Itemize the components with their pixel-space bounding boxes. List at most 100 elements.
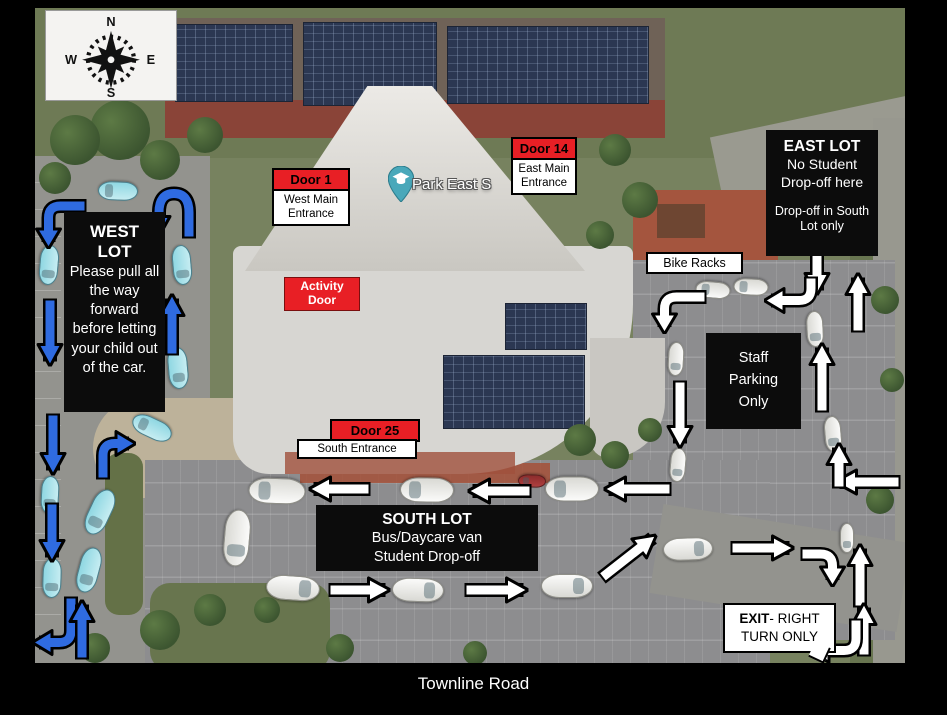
flow-arrow-blue [37,497,67,564]
car-windshield [739,281,748,293]
east-lot-text: No Student Drop-off here [780,156,864,190]
door1-tag: Door 1 [272,168,350,191]
flow-arrow-white [843,271,873,338]
car-windshield [258,481,271,500]
car-icon-white [391,577,445,603]
compass-w: W [65,52,78,67]
flow-arrow-blue [157,292,187,361]
tree [586,221,614,249]
car-windshield [78,573,95,587]
car-windshield [298,580,312,598]
car-windshield [670,362,681,371]
flow-arrow-white [307,474,376,504]
map-court-structure [657,204,705,238]
south-lot-line1: Bus/Daycare van [371,530,483,546]
east-lot-footnote: Drop-off in South Lot only [774,204,870,233]
car-windshield [809,332,822,341]
tree [50,115,100,165]
map-grass-median [105,453,143,615]
door25-desc: South Entrance [297,439,417,459]
car-windshield [554,480,566,498]
car-icon-white [662,536,714,562]
east-lot-callout: EAST LOT No Student Drop-off here Drop-o… [766,130,878,256]
exit-bold: EXIT [739,611,770,626]
west-lot-text: Please pull all the way forward before l… [69,264,160,376]
flow-arrow-white [762,271,822,317]
south-lot-line2: Student Drop-off [373,548,481,565]
compass-s: S [107,85,116,98]
car-icon-white [541,574,593,598]
solar-panel-array [303,22,437,106]
compass-n: N [106,14,115,29]
flow-arrow-white [725,533,796,563]
car-windshield [136,416,151,432]
solar-panel-array [505,303,587,350]
tree [463,641,487,663]
tree [326,634,354,662]
tree [866,486,894,514]
compass-rose: N S W E [45,10,177,101]
flow-arrow-blue [35,591,82,659]
car-windshield [104,184,114,197]
flow-arrow-blue [92,428,138,485]
townline-road-label: Townline Road [417,674,530,693]
flow-arrow-white [649,286,712,336]
tree [194,594,226,626]
tree [254,597,280,623]
flow-arrow-blue [67,598,97,663]
flow-arrow-white [323,575,392,605]
school-map-pin-icon [388,166,414,202]
flow-arrow-white [459,575,530,605]
tree [140,610,180,650]
flow-arrow-white [824,441,854,494]
compass-icon: N S W E [65,14,156,98]
south-lot-title: SOUTH LOT [382,511,472,528]
tree [187,117,223,153]
compass-e: E [147,52,156,67]
aerial-map: N S W E Park East S WEST LOT Please pull… [35,8,905,663]
staff-parking-callout: Staff Parking Only [706,333,801,429]
bike-racks-label: Bike Racks [646,252,743,274]
flow-arrow-white [795,543,849,589]
tree [140,140,180,180]
tree [622,182,658,218]
car-windshield [45,582,58,592]
car-icon-cyan [97,180,139,202]
door14-desc: East Main Entrance [511,158,577,195]
west-lot-callout: WEST LOT Please pull all the way forward… [64,212,165,412]
door1-callout: Door 1 West Main Entrance [272,168,350,226]
car-windshield [573,578,584,594]
flow-arrow-white [466,476,537,506]
car-icon-white [248,477,306,505]
tree [564,424,596,456]
flow-arrow-blue [38,408,68,477]
exit-callout: EXIT- RIGHT TURN ONLY [723,603,836,663]
car-windshield [41,269,55,279]
door14-tag: Door 14 [511,137,577,160]
school-pin-label: Park East S [412,176,492,193]
door1-desc: West Main Entrance [272,189,350,226]
flow-arrow-white [807,341,837,418]
tree [601,441,629,469]
solar-panel-array [447,26,649,104]
tree [599,134,631,166]
flow-arrow-white [845,542,875,613]
car-windshield [409,481,421,499]
car-windshield [171,372,186,383]
car-windshield [226,543,246,558]
east-lot-title: EAST LOT [783,138,861,155]
activity-door-tag: Activity Door [284,277,360,311]
car-windshield [693,540,705,557]
flow-arrow-white [602,474,677,504]
tree [880,368,904,392]
activity-door-text: Activity Door [300,279,344,307]
tree [39,162,71,194]
car-windshield [423,582,436,599]
tree [871,286,899,314]
staff-parking-text: Staff Parking Only [728,350,779,410]
car-windshield [176,269,190,279]
west-lot-title: WEST LOT [89,222,140,261]
exit-rest: - RIGHT TURN ONLY [740,611,820,645]
solar-panel-array [443,355,585,429]
